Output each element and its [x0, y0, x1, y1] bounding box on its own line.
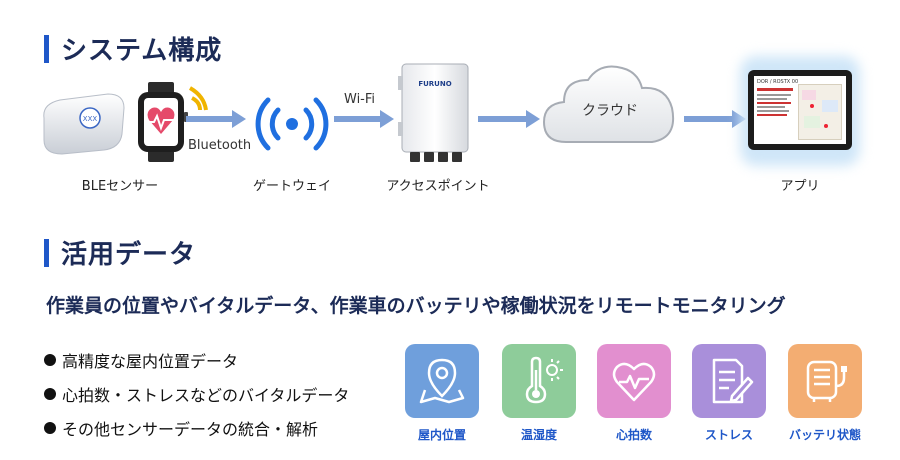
bullet-text: 高精度な屋内位置データ [62, 352, 239, 371]
node-label-app: アプリ [780, 179, 820, 194]
tile-label: 心拍数 [615, 428, 652, 442]
section-title: システム構成 [61, 36, 223, 66]
connection-label-bluetooth: Bluetooth [188, 138, 252, 153]
bullet-list: 高精度な屋内位置データ 心拍数・ストレスなどのバイタルデータ その他センサーデー… [44, 343, 349, 445]
connection-label-wifi: Wi-Fi [344, 92, 376, 107]
tile-label: ストレス [704, 428, 753, 442]
section-heading-system: システム構成 [44, 30, 222, 67]
ble-sensor-device: XXX [38, 90, 128, 160]
tile-indoor-location [405, 344, 479, 418]
node-label-gateway: ゲートウェイ [252, 179, 331, 194]
heart-icon [612, 362, 656, 402]
tile-battery-status [788, 344, 862, 418]
cloud-icon: クラウド [540, 60, 680, 148]
gateway-signal-icon [252, 92, 332, 156]
arrow-bluetooth [186, 110, 246, 128]
bullet-text: 心拍数・ストレスなどのバイタルデータ [62, 386, 350, 405]
cloud-label: クラウド [582, 103, 638, 119]
thermometer-icon [525, 356, 563, 404]
tile-label: 温湿度 [520, 428, 557, 442]
list-item: 高精度な屋内位置データ [44, 343, 349, 377]
arrow-wifi [334, 110, 394, 128]
smartwatch-device [134, 82, 214, 162]
section-heading-data: 活用データ [44, 234, 196, 271]
tablet-screen: DOR / ROSTX 00 [754, 76, 846, 144]
tablet-app-device: DOR / ROSTX 00 [740, 56, 860, 166]
section-title: 活用データ [61, 240, 197, 270]
lead-text: 作業員の位置やバイタルデータ、作業車のバッテリや稼働状況をリモートモニタリング [46, 295, 786, 317]
bullet-dot [44, 388, 56, 400]
battery-icon [806, 360, 847, 402]
node-label-access-point: アクセスポイント [386, 179, 490, 194]
sensor-logo: XXX [83, 115, 98, 123]
tile-temperature-humidity [502, 344, 576, 418]
document-pen-icon [712, 358, 754, 404]
tile-heart-rate [597, 344, 671, 418]
tile-label: バッテリ状態 [788, 428, 861, 442]
bullet-dot [44, 354, 56, 366]
section-marker [44, 238, 49, 267]
tile-stress [692, 344, 766, 418]
access-point-device: FURUNO [398, 62, 472, 166]
app-screen-title: DOR / ROSTX 00 [757, 79, 799, 85]
tile-label: 屋内位置 [417, 428, 466, 442]
list-item: その他センサーデータの統合・解析 [44, 411, 349, 445]
ap-brand-logo: FURUNO [418, 80, 451, 88]
arrow-cloud-to-app [684, 110, 746, 128]
list-item: 心拍数・ストレスなどのバイタルデータ [44, 377, 349, 411]
arrow-ap-to-cloud [478, 110, 540, 128]
node-label-ble: BLEセンサー [81, 179, 159, 194]
section-marker [44, 34, 49, 63]
map-pin-icon [419, 358, 465, 404]
bullet-dot [44, 422, 56, 434]
bullet-text: その他センサーデータの統合・解析 [62, 420, 319, 439]
